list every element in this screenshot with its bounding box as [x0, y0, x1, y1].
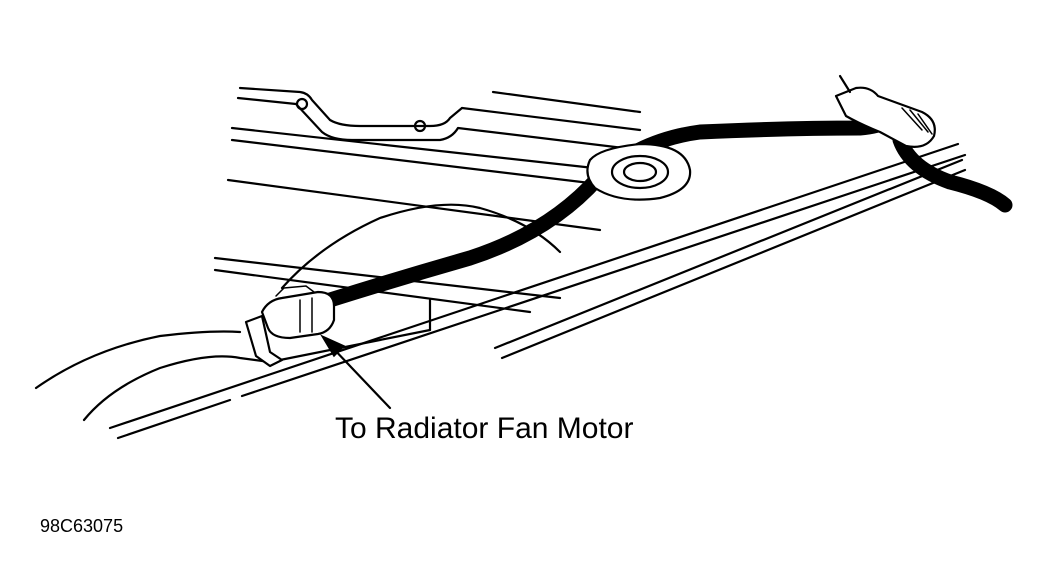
fan-motor-connector	[244, 285, 336, 368]
figure-id: 98C63075	[40, 516, 124, 536]
harness-connector-right	[834, 74, 936, 148]
callout-leader-arrow	[320, 334, 392, 410]
callout-label: To Radiator Fan Motor	[335, 412, 634, 445]
fan-shroud-opening	[34, 203, 562, 422]
radiator-top-rail	[108, 142, 967, 440]
radiator-cap	[586, 142, 692, 201]
